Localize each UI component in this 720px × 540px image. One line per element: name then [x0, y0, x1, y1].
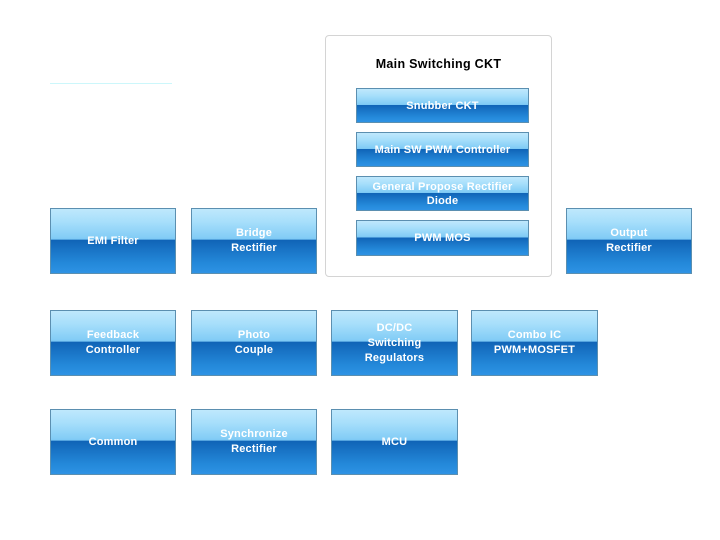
- block-label: EMI Filter: [87, 234, 139, 247]
- block-label: Synchronize Rectifier: [220, 428, 288, 455]
- block-label: Output Rectifier: [606, 227, 652, 254]
- block-label: Combo IC PWM+MOSFET: [493, 329, 576, 356]
- block-label: MCU: [381, 435, 408, 448]
- block-common[interactable]: Common: [50, 409, 176, 475]
- block-label: Snubber CKT: [406, 99, 479, 112]
- block-label: Common: [88, 435, 138, 448]
- block-output-rectifier[interactable]: Output Rectifier: [566, 208, 692, 274]
- block-bridge-rectifier[interactable]: Bridge Rectifier: [191, 208, 317, 274]
- block-label: Feedback Controller: [85, 329, 141, 356]
- block-general-propose-rectifier-diode[interactable]: General Propose Rectifier Diode: [356, 176, 529, 211]
- block-mcu[interactable]: MCU: [331, 409, 458, 475]
- block-label: PWM MOS: [414, 232, 471, 244]
- block-feedback-controller[interactable]: Feedback Controller: [50, 310, 176, 376]
- block-label: DC/DC Switching Regulators: [364, 321, 425, 364]
- block-label: Main SW PWM Controller: [374, 143, 511, 156]
- panel-title: Main Switching CKT: [375, 57, 502, 71]
- block-main-sw-pwm-controller[interactable]: Main SW PWM Controller: [356, 132, 529, 167]
- block-emi-filter[interactable]: EMI Filter: [50, 208, 176, 274]
- block-label: Photo Couple: [234, 329, 274, 356]
- block-label: General Propose Rectifier Diode: [372, 180, 513, 207]
- block-label: Bridge Rectifier: [231, 227, 277, 254]
- block-photo-couple[interactable]: Photo Couple: [191, 310, 317, 376]
- block-pwm-mos[interactable]: PWM MOS: [356, 220, 529, 256]
- block-snubber-ckt[interactable]: Snubber CKT: [356, 88, 529, 123]
- block-dc-dc-switching-regulators[interactable]: DC/DC Switching Regulators: [331, 310, 458, 376]
- block-combo-ic-pwm-plus-mosfet[interactable]: Combo IC PWM+MOSFET: [471, 310, 598, 376]
- cyan-rule-artifact: [50, 83, 172, 84]
- block-synchronize-rectifier[interactable]: Synchronize Rectifier: [191, 409, 317, 475]
